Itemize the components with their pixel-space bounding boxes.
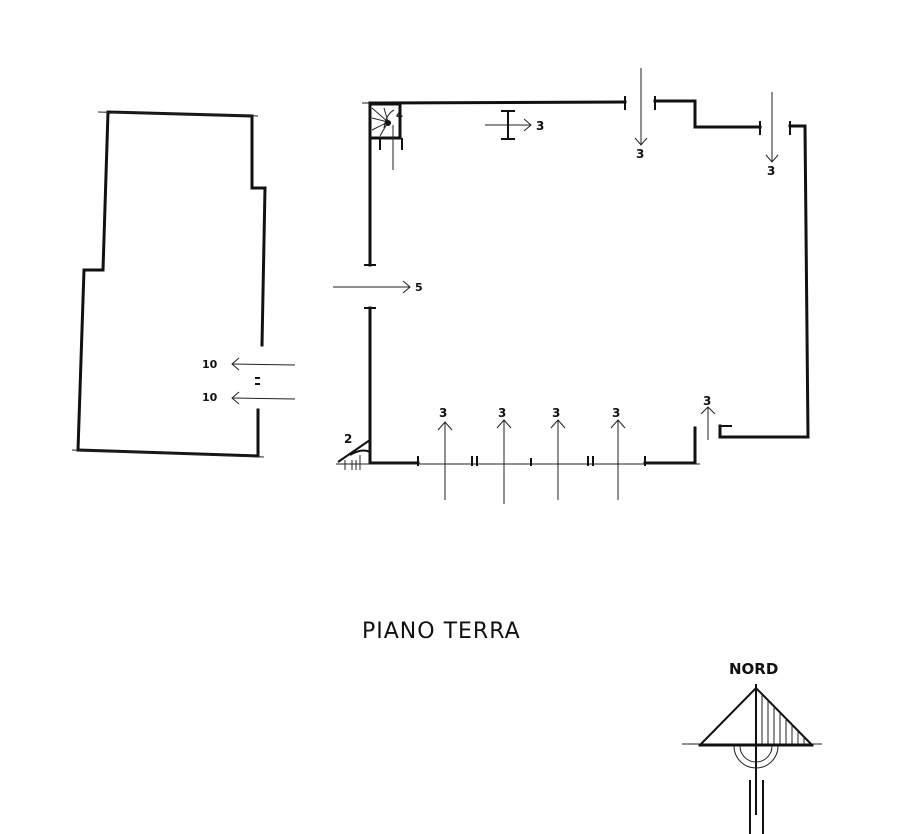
north-label: NORD xyxy=(729,660,778,678)
arrow-label: 3 xyxy=(703,394,711,408)
arrow-label: 3 xyxy=(636,147,644,161)
arrow-label: 3 xyxy=(767,164,775,178)
arrow-label: 3 xyxy=(552,406,560,420)
arrow-label: 3 xyxy=(536,119,544,133)
arrow-label: 5 xyxy=(415,281,423,294)
north-arrow-icon: NORD xyxy=(682,660,822,834)
stair-label-bottom: 2 xyxy=(344,432,352,446)
arrow-label: 3 xyxy=(612,406,620,420)
left-building xyxy=(71,110,267,458)
arrows: 3 3 3 5 10 10 3 3 3 3 3 xyxy=(202,68,779,504)
main-building: 4 2 xyxy=(336,96,810,470)
arrow-label: 10 xyxy=(202,391,218,404)
plan-title: PIANO TERRA xyxy=(362,619,521,644)
arrow-label: 10 xyxy=(202,358,218,371)
arrow-label: 3 xyxy=(439,406,447,420)
stair-label-top: 4 xyxy=(396,110,403,121)
spiral-stair xyxy=(368,102,402,140)
arrow-label: 3 xyxy=(498,406,506,420)
